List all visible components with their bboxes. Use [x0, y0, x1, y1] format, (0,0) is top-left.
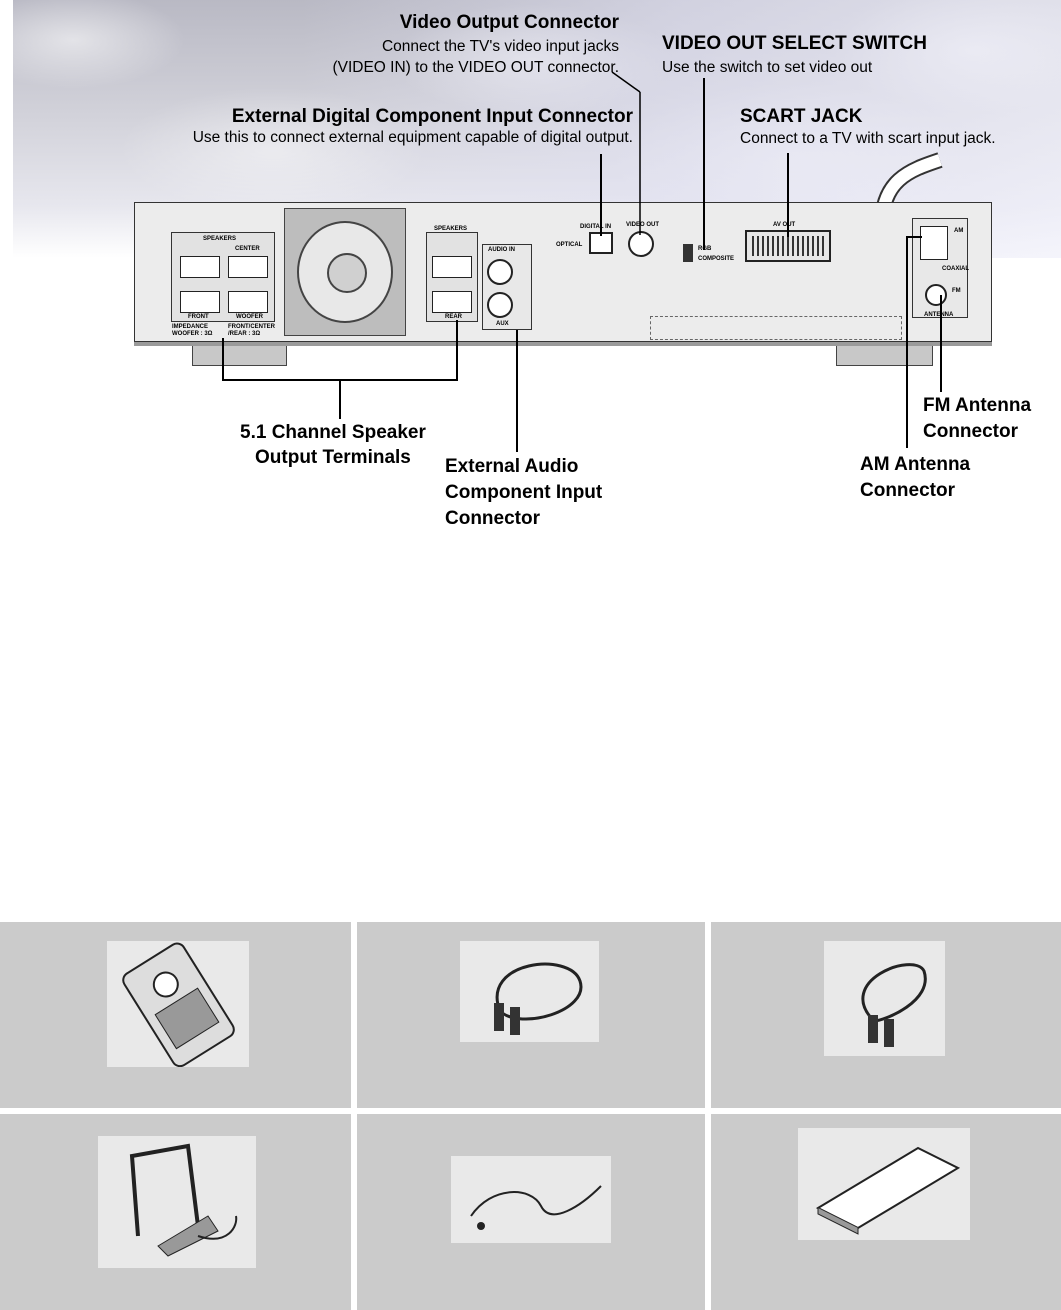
video-output-title: Video Output Connector — [399, 12, 619, 33]
users-manual-image — [798, 1128, 970, 1240]
video-out-jack[interactable] — [628, 231, 654, 257]
video-out-leader — [611, 71, 641, 235]
audio-in-label: AUDIO IN — [488, 247, 515, 253]
video-select-desc: Use the switch to set video out — [662, 59, 873, 76]
speakers-label: SPEAKERS — [203, 236, 237, 242]
leader-line — [516, 330, 518, 452]
leader-line — [600, 154, 602, 236]
panel-shadow — [134, 338, 992, 346]
speaker-terminal-rear-r[interactable] — [432, 291, 472, 313]
accessory-cell — [0, 1114, 351, 1310]
left-foot — [192, 344, 287, 366]
impedance-label: IMPEDANCE — [172, 324, 209, 330]
am-antenna-terminal[interactable] — [920, 226, 948, 260]
video-output-line2: (VIDEO IN) to the VIDEO OUT connector. — [332, 59, 619, 76]
leader-line — [222, 338, 224, 380]
accessory-cell — [357, 1114, 705, 1310]
antenna-label: ANTENNA — [924, 312, 954, 318]
am-antenna-line2: Connector — [860, 480, 955, 501]
leader-line — [339, 379, 341, 419]
audio-in-l-jack[interactable] — [487, 259, 513, 285]
audio-in-r-jack[interactable] — [487, 292, 513, 318]
audio-in-block — [482, 244, 532, 330]
accessories-grid — [0, 922, 1061, 1310]
accessory-cell — [357, 922, 705, 1108]
leader-line — [787, 153, 789, 237]
speaker-terminal-center[interactable] — [228, 256, 268, 278]
ext-audio-line3: Connector — [445, 508, 540, 529]
scart-pins — [752, 236, 824, 256]
front-label: FRONT — [188, 314, 209, 320]
ext-digital-title: External Digital Component Input Connect… — [231, 106, 633, 127]
av-out-label: AV OUT — [773, 222, 796, 228]
aux-label: AUX — [496, 321, 509, 327]
video-out-label: VIDEO OUT — [626, 222, 660, 228]
speaker-output-line2: Output Terminals — [255, 447, 411, 468]
scart-desc: Connect to a TV with scart input jack. — [740, 130, 996, 147]
woofer-ohm-label: WOOFER : 3Ω — [172, 331, 213, 337]
leader-line — [940, 295, 942, 392]
scart-title: SCART JACK — [740, 106, 863, 127]
ext-audio-line1: External Audio — [445, 456, 579, 477]
accessory-cell — [711, 922, 1061, 1108]
speaker-output-line1: 5.1 Channel Speaker — [240, 422, 426, 443]
front-center-label: FRONT/CENTER — [228, 324, 275, 330]
video-out-select-switch[interactable] — [683, 244, 693, 262]
speaker-terminal-front-l[interactable] — [180, 256, 220, 278]
dashed-label-area — [650, 316, 902, 340]
woofer-label: WOOFER — [236, 314, 263, 320]
speakers2-label: SPEAKERS — [434, 226, 468, 232]
am-antenna-line1: AM Antenna — [860, 454, 971, 475]
rgb-label: RGB — [698, 246, 712, 252]
rear-ohm-label: /REAR : 3Ω — [228, 331, 261, 337]
coaxial-label: COAXIAL — [942, 266, 969, 272]
fm-antenna-image — [451, 1156, 611, 1243]
fm-antenna-line1: FM Antenna — [923, 395, 1032, 416]
leader-line — [906, 236, 908, 448]
fm-antenna-jack[interactable] — [925, 284, 947, 306]
am-label: AM — [954, 228, 964, 234]
fm-label: FM — [952, 288, 961, 294]
speaker-terminal-front-r[interactable] — [180, 291, 220, 313]
fm-antenna-line2: Connector — [923, 421, 1018, 442]
leader-line — [456, 320, 458, 380]
digital-in-label: DIGITAL IN — [580, 224, 612, 230]
leader-line — [906, 236, 922, 238]
speaker-terminal-rear-l[interactable] — [432, 256, 472, 278]
fan-hub — [327, 253, 367, 293]
speaker-terminal-woofer[interactable] — [228, 291, 268, 313]
cooling-fan — [284, 208, 406, 336]
video-cable-image — [460, 941, 599, 1042]
audio-cable-image — [824, 941, 945, 1056]
am-loop-antenna-image — [98, 1136, 256, 1268]
fan-grille — [297, 221, 393, 323]
composite-label: COMPOSITE — [698, 256, 735, 262]
remote-control-image — [107, 941, 249, 1068]
optical-label: OPTICAL — [556, 242, 583, 248]
ext-digital-desc: Use this to connect external equipment c… — [192, 129, 633, 146]
video-output-line1: Connect the TV's video input jacks — [381, 38, 619, 55]
leader-line — [703, 78, 705, 250]
accessory-cell — [0, 922, 351, 1108]
right-foot — [836, 344, 933, 366]
video-select-title: VIDEO OUT SELECT SWITCH — [662, 33, 927, 54]
center-label: CENTER — [235, 246, 260, 252]
rear-label: REAR — [445, 314, 463, 320]
ext-audio-line2: Component Input — [445, 482, 603, 503]
rear-panel — [134, 202, 992, 342]
accessory-cell — [711, 1114, 1061, 1310]
